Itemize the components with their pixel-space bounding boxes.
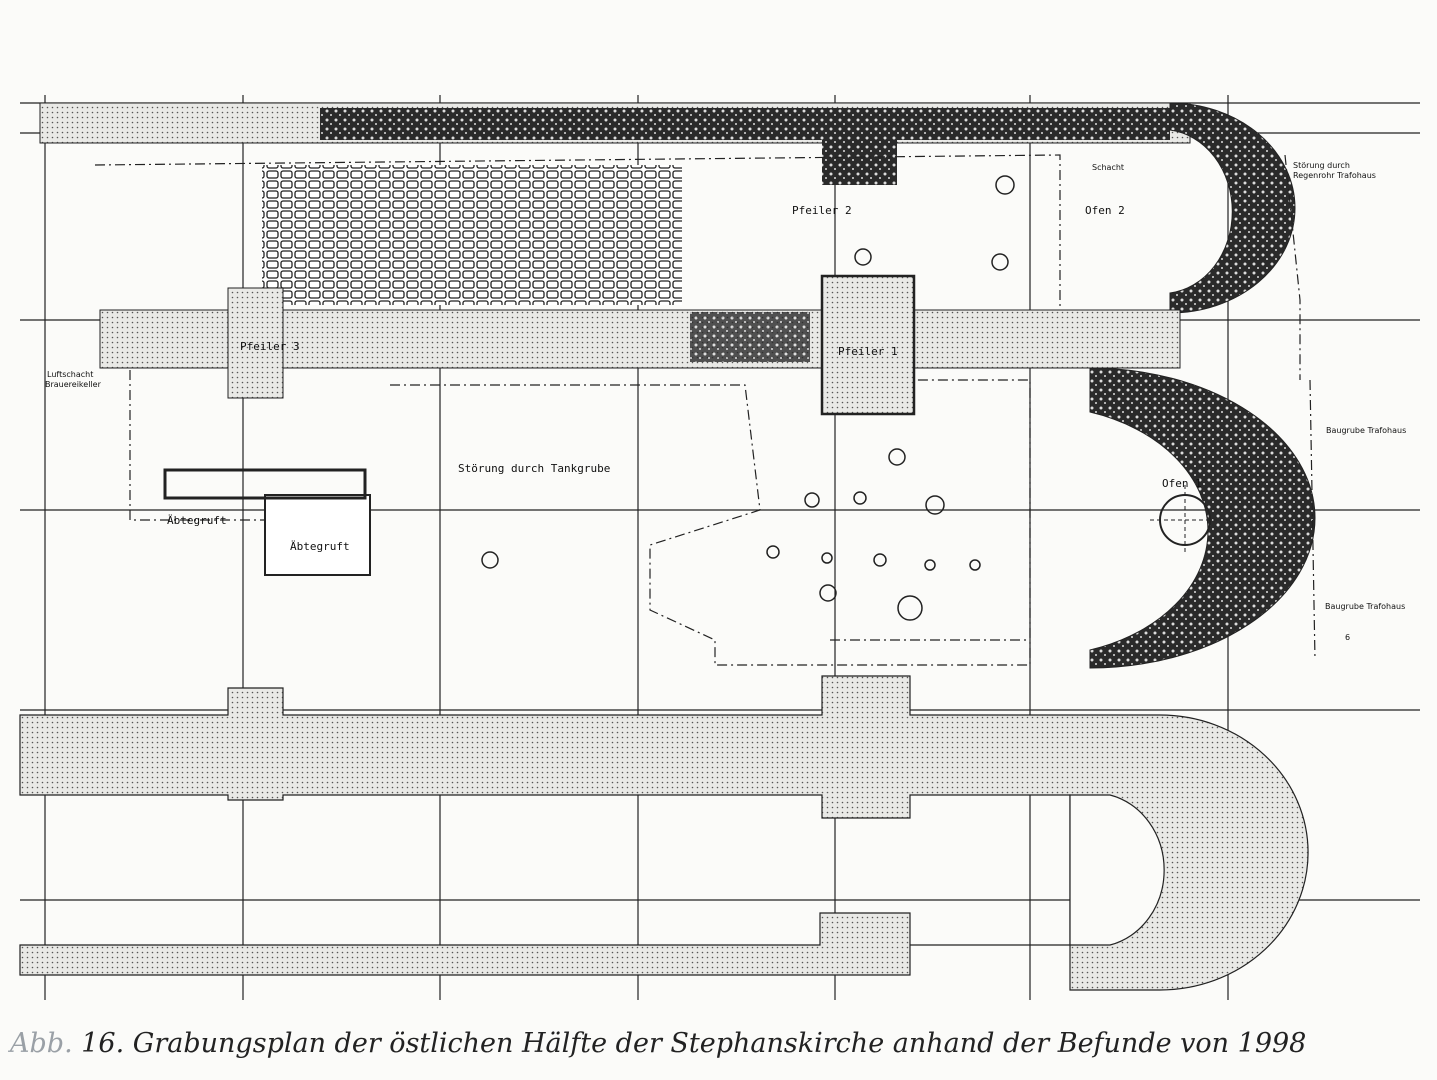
figure-caption: Abb. 16. Grabungsplan der östlichen Hälf…	[10, 1028, 1306, 1059]
label-ofen-2: Ofen 2	[1085, 204, 1125, 217]
north-apse	[1169, 102, 1296, 314]
abtegruft-small	[163, 468, 367, 500]
label-abtegruft-1: Äbtegruft	[167, 514, 227, 527]
label-pfeiler-2: Pfeiler 2	[792, 204, 852, 217]
caption-prefix: Abb.	[10, 1028, 73, 1059]
south-apse	[1089, 367, 1316, 669]
label-luftschacht-2: Brauereikeller	[45, 380, 102, 389]
label-schacht: Schacht	[1092, 163, 1124, 172]
stone-floor	[262, 165, 682, 305]
post-holes	[481, 175, 1015, 621]
caption-number: 16.	[81, 1028, 125, 1059]
north-wall	[39, 102, 1191, 144]
abtegruft-chamber	[264, 494, 371, 576]
excavation-outlines	[94, 154, 1316, 666]
label-stoerung-regenrohr-2: Regenrohr Trafohaus	[1293, 171, 1376, 180]
label-abtegruft-2: Äbtegruft	[290, 540, 350, 553]
caption-text: Grabungsplan der östlichen Hälfte der St…	[132, 1028, 1307, 1059]
reconstructed-church-plan	[19, 675, 1309, 991]
label-pfeiler-1: Pfeiler 1	[838, 345, 898, 358]
ofen-1-symbol	[1150, 485, 1220, 555]
label-stoerung-regenrohr-1: Störung durch	[1293, 161, 1350, 170]
label-pfeiler-3: Pfeiler 3	[240, 340, 300, 353]
label-ofen-1: Ofen 1	[1162, 477, 1202, 490]
label-marker-6: 6	[1345, 633, 1350, 642]
label-baugrube-1: Baugrube Trafohaus	[1326, 426, 1406, 435]
label-baugrube-2: Baugrube Trafohaus	[1325, 602, 1405, 611]
label-stoerung-tankgrube: Störung durch Tankgrube	[458, 462, 610, 475]
label-luftschacht-1: Luftschacht	[47, 370, 93, 379]
middle-wall	[99, 140, 1181, 416]
